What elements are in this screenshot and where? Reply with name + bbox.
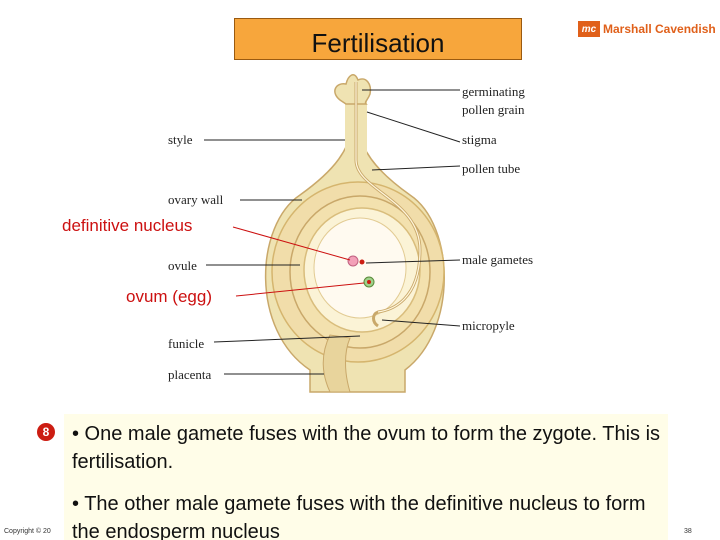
leader-micropyle bbox=[381, 319, 461, 327]
title-box: Fertilisation bbox=[234, 18, 522, 60]
leader-male-gametes bbox=[365, 259, 461, 264]
label-micropyle: micropyle bbox=[462, 318, 515, 333]
explanation-box: • One male gamete fuses with the ovum to… bbox=[64, 414, 668, 540]
logo-text: Marshall Cavendish bbox=[603, 22, 716, 36]
label-ovum: ovum (egg) bbox=[126, 287, 212, 306]
second-male-gamete-dot bbox=[367, 280, 371, 284]
step-number-badge: 8 bbox=[37, 423, 55, 441]
embryo-sac-inner bbox=[313, 217, 407, 319]
definitive-nucleus-dot bbox=[347, 255, 359, 267]
label-funicle: funicle bbox=[168, 336, 205, 351]
funicle-shape bbox=[322, 334, 351, 393]
label-male-gametes: male gametes bbox=[462, 252, 534, 267]
label-ovary-wall: ovary wall bbox=[168, 192, 224, 207]
leader-definitive bbox=[232, 226, 351, 261]
label-germinating-line1: germinating bbox=[462, 84, 525, 99]
page-title: Fertilisation bbox=[311, 28, 445, 58]
leader-funicle bbox=[213, 335, 361, 343]
stigma-shape bbox=[334, 74, 372, 105]
publisher-logo: mc Marshall Cavendish bbox=[578, 20, 716, 38]
leader-ovum bbox=[235, 282, 365, 297]
page-number: 38 bbox=[684, 528, 692, 535]
copyright-text: Copyright © 20 bbox=[4, 528, 51, 535]
leader-stigma bbox=[366, 111, 461, 143]
label-ovule: ovule bbox=[168, 258, 197, 273]
label-pollen-tube: pollen tube bbox=[462, 161, 521, 176]
pollen-tube-core bbox=[355, 82, 421, 313]
note-fertilisation: • One male gamete fuses with the ovum to… bbox=[72, 423, 661, 473]
note-endosperm: • The other male gamete fuses with the d… bbox=[72, 493, 646, 540]
label-definitive-nucleus: definitive nucleus bbox=[62, 216, 193, 235]
label-style: style bbox=[168, 132, 193, 147]
label-stigma: stigma bbox=[462, 132, 497, 147]
label-placenta: placenta bbox=[168, 367, 212, 382]
label-germinating-line2: pollen grain bbox=[462, 102, 525, 117]
leader-pollen-tube bbox=[371, 165, 461, 171]
logo-badge: mc bbox=[578, 21, 600, 37]
male-gamete-dot bbox=[359, 259, 365, 265]
